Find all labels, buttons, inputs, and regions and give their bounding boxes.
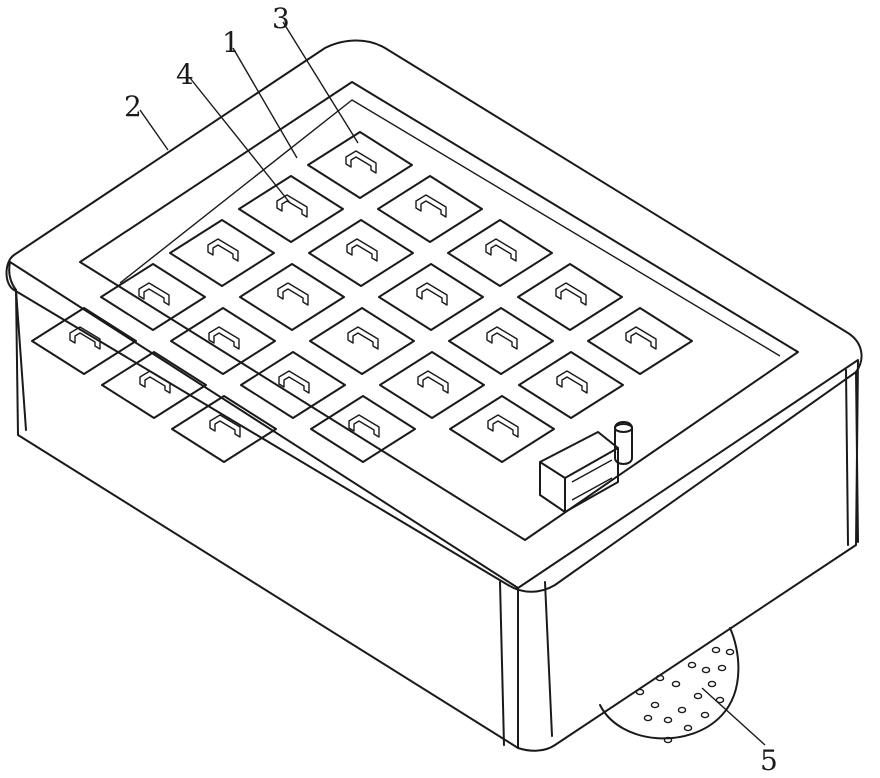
sensor-pad <box>309 220 413 286</box>
pad-clip <box>278 283 308 305</box>
sensor-pad <box>239 176 343 242</box>
callout-2: 2 <box>124 90 142 123</box>
sensor-pad <box>378 176 482 242</box>
sensor-pad <box>32 308 136 374</box>
sensor-pad <box>308 132 412 198</box>
pad-clip <box>346 151 376 173</box>
sphere-hole <box>664 717 671 722</box>
pad-clip <box>140 371 170 393</box>
sphere-holes <box>636 647 733 742</box>
pad-clip <box>556 283 586 305</box>
sphere-hole <box>726 649 733 654</box>
pad-clip <box>488 415 518 437</box>
sphere-hole <box>701 712 708 717</box>
pad-clip <box>417 283 447 305</box>
sensor-pad <box>380 352 484 418</box>
callout-1: 1 <box>222 26 240 59</box>
sensor-pad <box>450 396 554 462</box>
sensor-pad <box>102 352 206 418</box>
sphere-hole <box>672 681 679 686</box>
sphere-hole <box>702 667 709 672</box>
sensor-pads <box>32 132 692 462</box>
pad-clip <box>347 239 377 261</box>
sphere-hole <box>678 707 685 712</box>
callout-5: 5 <box>760 744 778 777</box>
sphere-hole <box>651 702 658 707</box>
housing <box>7 41 862 751</box>
sensor-pad <box>172 396 276 462</box>
sensor-pad <box>379 264 483 330</box>
pad-clip <box>210 415 240 437</box>
leader-2 <box>140 110 168 150</box>
sphere-hole <box>718 665 725 670</box>
sphere-hole <box>712 647 719 652</box>
sensor-pad <box>240 264 344 330</box>
callout-3: 3 <box>272 2 290 35</box>
sphere-hole <box>644 715 651 720</box>
pad-clip <box>487 327 517 349</box>
pad-clip <box>208 239 238 261</box>
sensor-pad <box>448 220 552 286</box>
sensor-pad <box>519 352 623 418</box>
sensor-pad <box>170 220 274 286</box>
sphere-hole <box>708 681 715 686</box>
pad-clip <box>416 195 446 217</box>
sensor-pad <box>171 308 275 374</box>
pad-clip <box>418 371 448 393</box>
callout-4: 4 <box>176 58 194 91</box>
sphere-hole <box>684 725 691 730</box>
sensor-pad <box>241 352 345 418</box>
sensor-pad <box>449 308 553 374</box>
pad-clip <box>626 327 656 349</box>
sphere-component <box>600 628 738 743</box>
sensor-pad <box>518 264 622 330</box>
sensor-pad <box>311 396 415 462</box>
sphere-hole <box>688 662 695 667</box>
sensor-pad <box>101 264 205 330</box>
pad-clip <box>557 371 587 393</box>
sensor-pad <box>588 308 692 374</box>
pad-clip <box>486 239 516 261</box>
sensor-pad <box>310 308 414 374</box>
pad-clip <box>348 327 378 349</box>
leader-lines <box>140 22 765 745</box>
pad-clip <box>277 195 307 217</box>
sphere-hole <box>694 693 701 698</box>
leader-4 <box>190 78 290 203</box>
